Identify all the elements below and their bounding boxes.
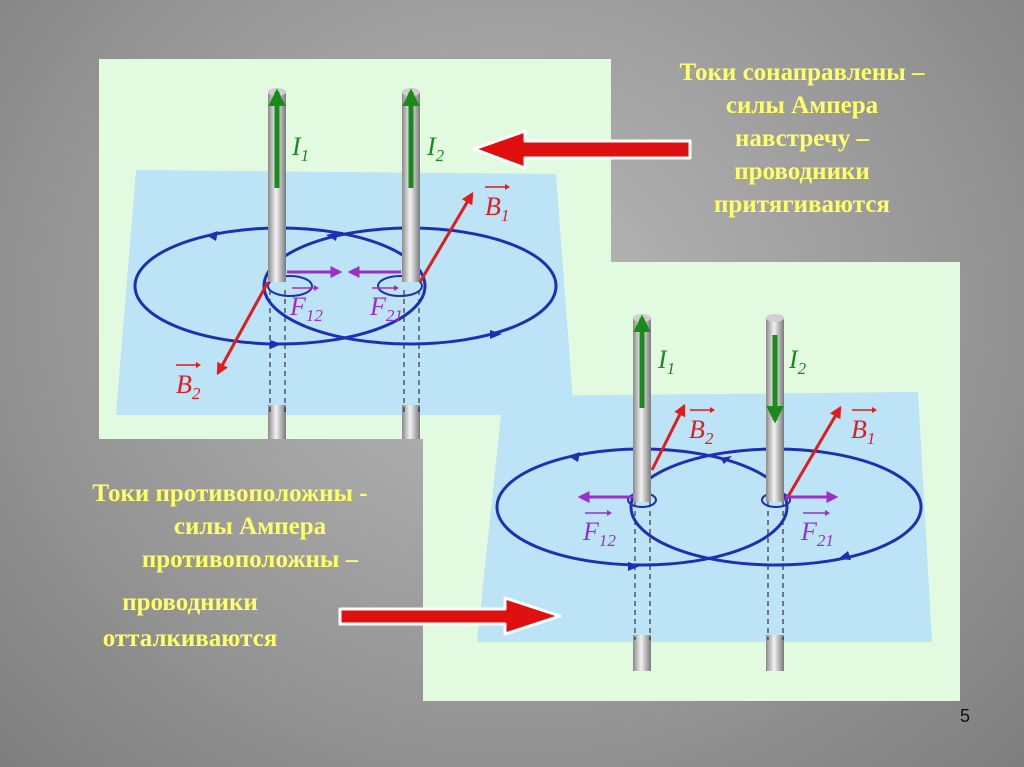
svg-text:B2: B2 bbox=[176, 370, 201, 403]
bottom-caption-line: отталкиваются bbox=[102, 625, 278, 652]
svg-text:F21: F21 bbox=[800, 517, 834, 550]
top-caption-line: Токи сонаправлены – bbox=[679, 59, 925, 86]
top-b2-vector bbox=[216, 281, 270, 376]
top-rod1-bottom bbox=[268, 405, 286, 439]
svg-text:F21: F21 bbox=[369, 292, 403, 325]
top-dashed-lines bbox=[269, 290, 420, 412]
bottom-diagram: I1 I2 B2 B1 F12 F21 bbox=[477, 314, 932, 671]
top-rod2-bottom bbox=[402, 405, 420, 439]
top-loop-arrow-4 bbox=[490, 330, 502, 339]
bottom-caption-line: Токи противоположны - bbox=[92, 480, 368, 507]
top-b1-vector bbox=[418, 191, 474, 283]
top-inner-loop-1 bbox=[267, 275, 313, 297]
top-label-i2: I2 bbox=[426, 132, 445, 165]
top-caption-line: проводники bbox=[734, 158, 870, 185]
top-caption-line: навстречу – bbox=[734, 125, 870, 152]
bottom-b1-vector bbox=[784, 405, 842, 501]
pointer-arrow-top bbox=[472, 129, 692, 170]
top-caption-line: силы Ампера bbox=[725, 92, 879, 119]
pointer-arrow-bottom bbox=[338, 596, 562, 636]
bottom-loop-arrow-2 bbox=[628, 562, 640, 571]
top-label-f21: F21 bbox=[369, 285, 403, 325]
top-label-b2: B2 bbox=[176, 362, 201, 403]
svg-text:B1: B1 bbox=[485, 192, 509, 225]
bottom-rod2-bottom bbox=[766, 635, 784, 671]
bottom-loop-arrow-3 bbox=[720, 456, 732, 464]
top-label-b1: B1 bbox=[485, 184, 510, 225]
top-caption-line: притягиваются bbox=[714, 191, 890, 218]
top-label-i1: I1 bbox=[291, 132, 309, 165]
top-diagram: I1 I2 B1 B2 F12 F21 bbox=[116, 88, 574, 439]
bottom-label-b1: B1 bbox=[851, 407, 877, 448]
bottom-loop-arrow-1 bbox=[568, 452, 580, 462]
bottom-caption-line: проводники bbox=[122, 589, 258, 616]
svg-text:F12: F12 bbox=[289, 292, 323, 325]
bottom-plane bbox=[477, 392, 932, 642]
svg-text:B1: B1 bbox=[851, 415, 875, 448]
bottom-rod1-bottom bbox=[633, 635, 651, 671]
top-loop-arrow-3 bbox=[326, 232, 338, 241]
bottom-label-b2: B2 bbox=[689, 407, 715, 448]
bottom-label-f21: F21 bbox=[800, 510, 834, 550]
page-number: 5 bbox=[959, 706, 970, 726]
top-label-f12: F12 bbox=[289, 285, 323, 325]
svg-text:F12: F12 bbox=[582, 517, 616, 550]
bottom-label-f12: F12 bbox=[582, 510, 616, 550]
bottom-caption: Токи противоположны - силы Ампера против… bbox=[30, 477, 430, 655]
top-loop-arrow-1 bbox=[206, 231, 218, 241]
bottom-caption-line: противоположны – bbox=[141, 546, 359, 573]
bottom-caption-line: силы Ампера bbox=[173, 513, 327, 540]
bottom-loop-arrow-4 bbox=[838, 551, 851, 560]
bottom-b2-vector bbox=[650, 403, 686, 471]
bottom-label-i2: I2 bbox=[788, 345, 807, 378]
top-loop-arrow-2 bbox=[270, 340, 282, 349]
bottom-dashed-lines bbox=[634, 502, 784, 640]
bottom-rod1 bbox=[633, 318, 651, 502]
bottom-label-i1: I1 bbox=[657, 345, 675, 378]
top-inner-loop-2 bbox=[377, 275, 423, 297]
svg-text:B2: B2 bbox=[689, 415, 714, 448]
top-caption: Токи сонаправлены – силы Ампера навстреч… bbox=[612, 56, 992, 221]
